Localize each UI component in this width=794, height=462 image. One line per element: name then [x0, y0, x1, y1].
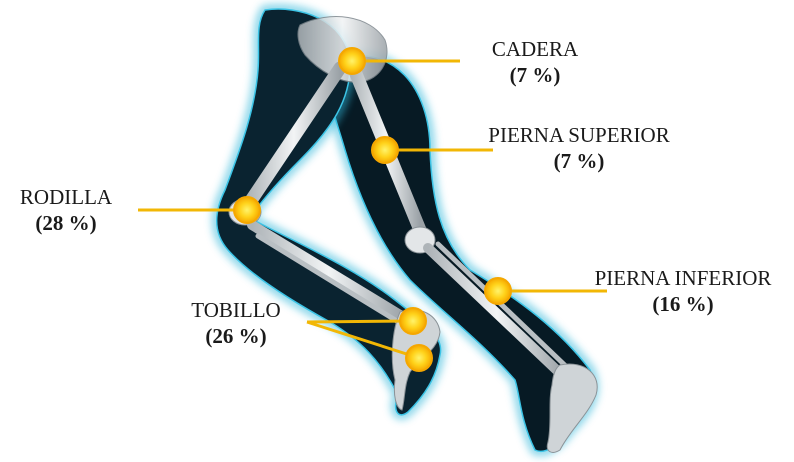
- label-pierna-superior-name: PIERNA SUPERIOR: [462, 122, 696, 148]
- label-cadera: CADERA (7 %): [465, 36, 605, 88]
- label-tobillo: TOBILLO (26 %): [170, 297, 302, 349]
- label-cadera-percent: (7 %): [465, 62, 605, 88]
- label-rodilla: RODILLA (28 %): [0, 184, 132, 236]
- marker-tobillo-upper: [400, 308, 426, 334]
- label-pierna-inferior: PIERNA INFERIOR (16 %): [572, 265, 794, 317]
- marker-rodilla: [234, 197, 260, 223]
- marker-tobillo-lower: [406, 345, 432, 371]
- label-rodilla-percent: (28 %): [0, 210, 132, 236]
- marker-pierna-superior: [372, 137, 398, 163]
- marker-pierna-inferior: [485, 278, 511, 304]
- label-pierna-superior-percent: (7 %): [462, 148, 696, 174]
- label-cadera-name: CADERA: [465, 36, 605, 62]
- leader-line-tobillo-upper: [307, 321, 413, 322]
- label-tobillo-name: TOBILLO: [170, 297, 302, 323]
- label-pierna-inferior-name: PIERNA INFERIOR: [572, 265, 794, 291]
- label-pierna-superior: PIERNA SUPERIOR (7 %): [462, 122, 696, 174]
- label-tobillo-percent: (26 %): [170, 323, 302, 349]
- label-pierna-inferior-percent: (16 %): [572, 291, 794, 317]
- label-rodilla-name: RODILLA: [0, 184, 132, 210]
- marker-cadera: [339, 48, 365, 74]
